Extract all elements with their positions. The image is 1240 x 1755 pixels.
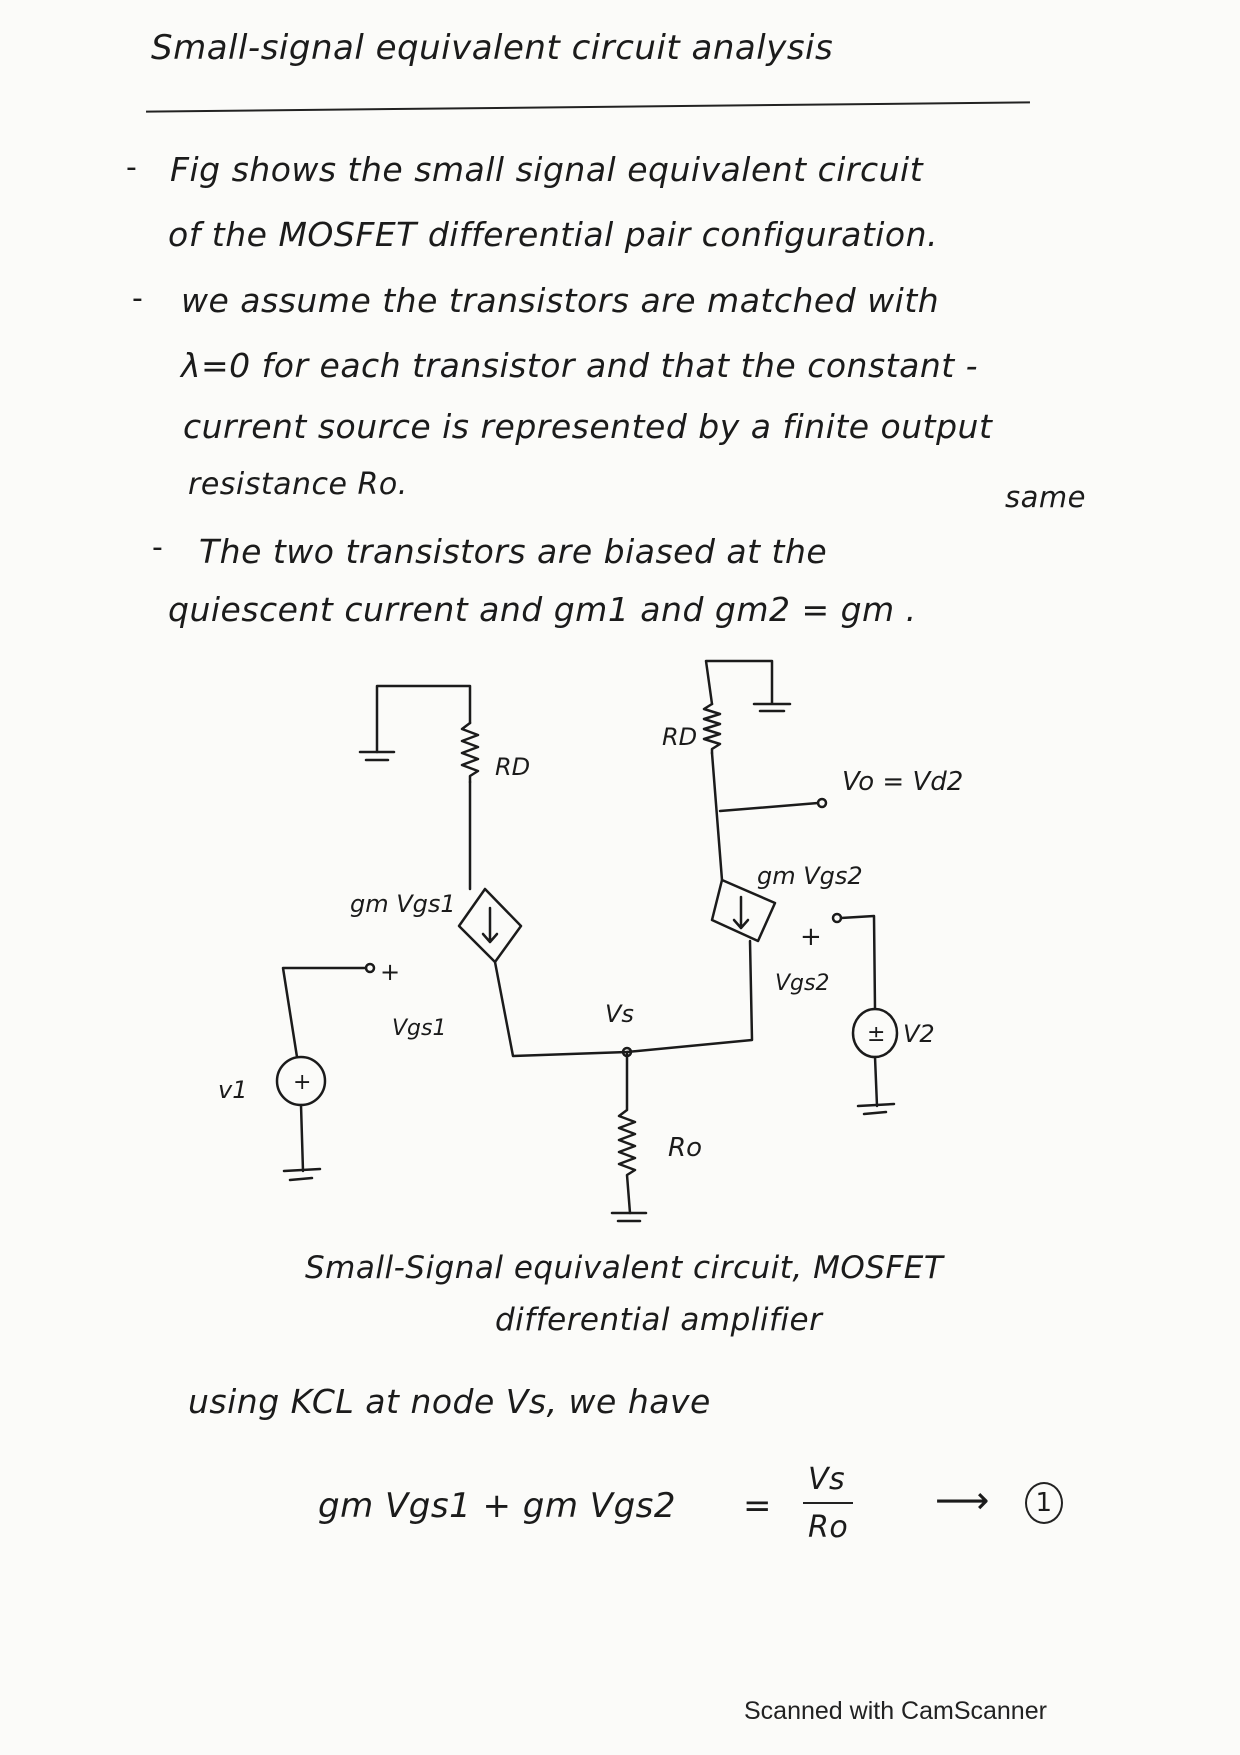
- equation-numerator: Vs: [808, 1462, 846, 1497]
- equation-number: 1: [1025, 1482, 1063, 1524]
- fraction-bar: [803, 1502, 853, 1504]
- label-ro: Ro: [668, 1133, 702, 1163]
- wire: [710, 751, 820, 882]
- label-plus-2: +: [800, 922, 822, 952]
- voltage-source-v2: [851, 1007, 899, 1059]
- label-source-plus-2: ±: [867, 1022, 885, 1047]
- terminal-vo: [816, 797, 828, 809]
- ground-v2: [856, 1102, 896, 1116]
- bullet-3-line-1: The two transistors are biased at the: [199, 532, 828, 571]
- label-vs: Vs: [605, 1000, 634, 1028]
- label-vgs2: Vgs2: [775, 971, 829, 996]
- label-gm-vgs2: gm Vgs2: [757, 862, 863, 890]
- right-supply-ground: [704, 659, 792, 713]
- label-vo: Vo = Vd2: [842, 767, 963, 797]
- ground-ro: [610, 1211, 648, 1223]
- wire: [281, 966, 368, 1173]
- bullet-2-line-4: resistance Ro.: [188, 467, 408, 502]
- page-title: Small-signal equivalent circuit analysis: [151, 28, 834, 68]
- bullet-2-line-2: λ=0 for each transistor and that the con…: [181, 346, 979, 385]
- left-supply-ground: [358, 684, 472, 762]
- resistor-rd-right: [702, 702, 722, 755]
- scanner-watermark: Scanned with CamScanner: [744, 1697, 1047, 1725]
- bullet-dash: -: [126, 150, 137, 185]
- bullet-2-line-1: we assume the transistors are matched wi…: [181, 281, 940, 320]
- arrow-icon: ⟶: [935, 1478, 990, 1522]
- ground-v1: [282, 1167, 322, 1182]
- bullet-3-line-2: quiescent current and gm1 and gm2 = gm .: [168, 590, 917, 629]
- wire: [493, 939, 754, 1058]
- label-rd-right: RD: [662, 723, 697, 751]
- wire: [839, 914, 879, 1108]
- label-plus-1: +: [380, 958, 400, 986]
- resistor-ro: [617, 1050, 637, 1215]
- resistor-rd-left: [460, 721, 480, 784]
- figure-caption-line-1: Small-Signal equivalent circuit, MOSFET: [305, 1250, 944, 1286]
- dependent-current-source-2: [710, 878, 777, 943]
- equation-lhs: gm Vgs1 + gm Vgs2: [318, 1486, 676, 1526]
- bullet-1-line-1: Fig shows the small signal equivalent ci…: [170, 150, 924, 189]
- label-v1: v1: [218, 1076, 247, 1104]
- label-gm-vgs1: gm Vgs1: [350, 890, 456, 918]
- bullet-dash: -: [132, 281, 143, 316]
- label-rd-left: RD: [495, 753, 530, 781]
- label-v2: V2: [903, 1020, 935, 1048]
- voltage-source-v1: [275, 1055, 327, 1107]
- bullet-1-line-2: of the MOSFET differential pair configur…: [168, 215, 939, 254]
- equation-denominator: Ro: [808, 1510, 849, 1545]
- bullet-dash: -: [152, 530, 163, 565]
- equation-equals: =: [743, 1486, 772, 1526]
- label-vgs1: Vgs1: [392, 1016, 446, 1041]
- kcl-intro: using KCL at node Vs, we have: [188, 1382, 711, 1421]
- dependent-current-source-1: [457, 887, 523, 964]
- label-source-plus-1: +: [293, 1070, 311, 1095]
- bullet-2-line-3: current source is represented by a finit…: [183, 407, 993, 446]
- bullet-3-extra: same: [1005, 480, 1086, 514]
- figure-caption-line-2: differential amplifier: [495, 1302, 823, 1338]
